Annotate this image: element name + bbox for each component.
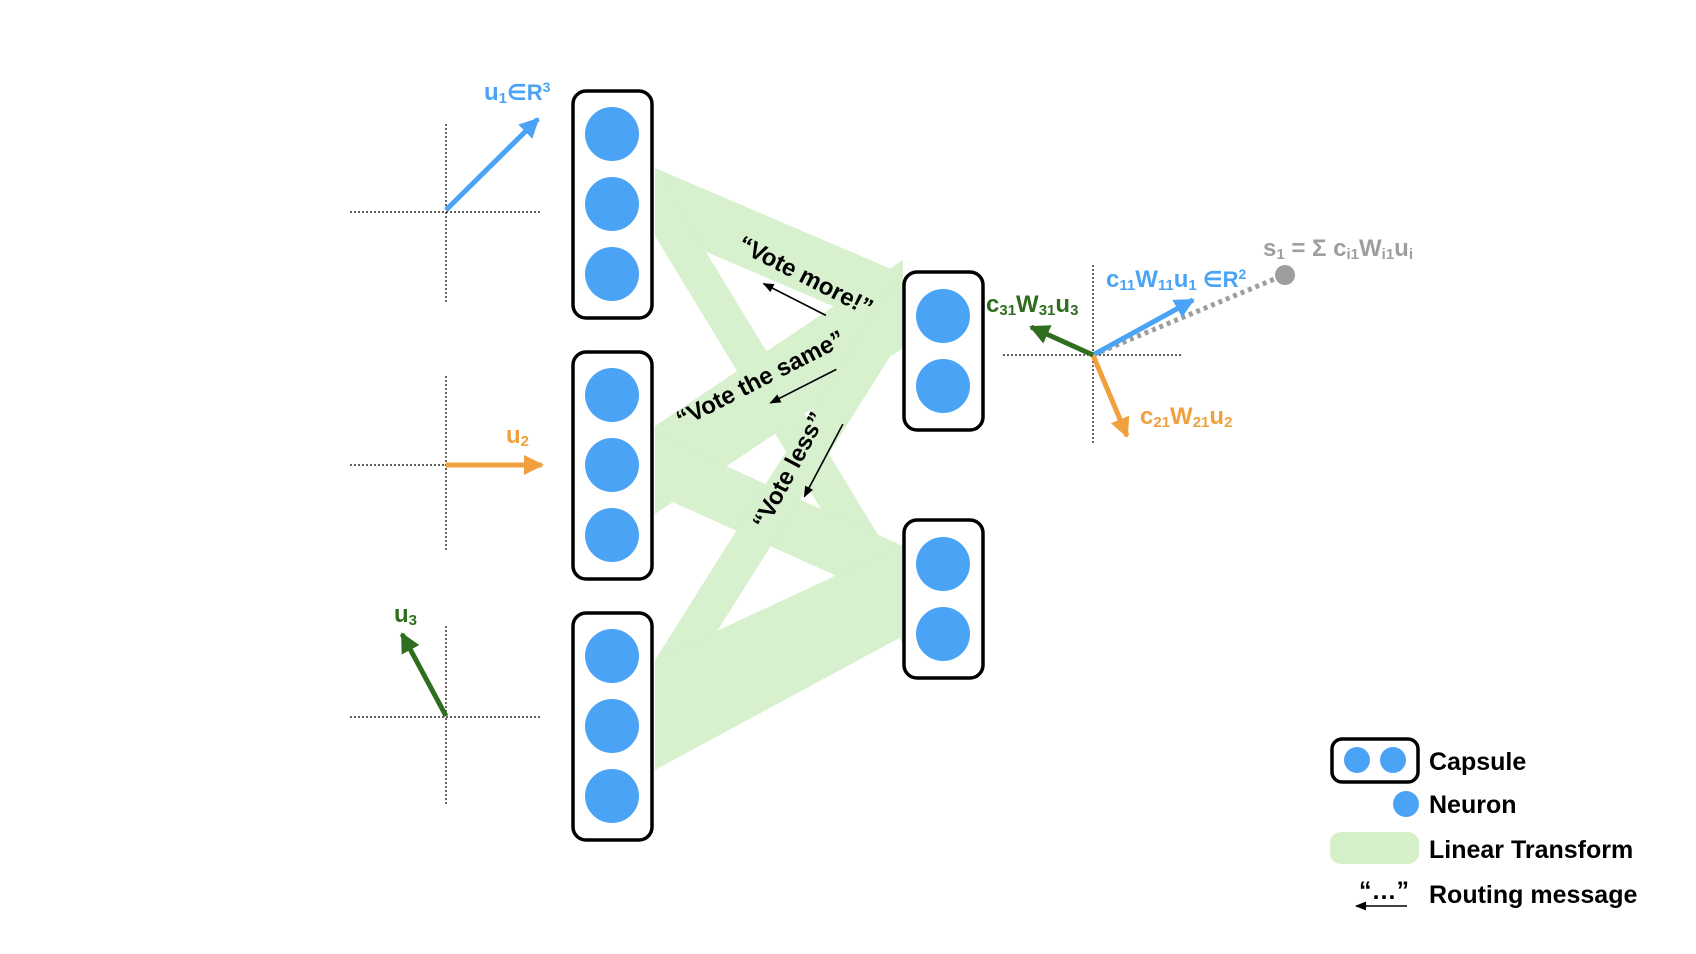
input-capsule-3 [571, 611, 654, 842]
c21-label: c21W21u2 [1140, 403, 1232, 431]
neuron [585, 368, 639, 422]
u1-vector-arrow [444, 117, 540, 212]
transform-band-c3-to-d2 [655, 544, 903, 770]
input-capsule-1 [571, 89, 654, 320]
legend-linear-transform: Linear Transform [1330, 832, 1633, 864]
svg-text:Routing message: Routing message [1429, 881, 1637, 909]
c11-vector-arrow [1091, 297, 1195, 358]
transform-band-c1-to-d1 [655, 168, 903, 336]
output-capsule-2 [902, 518, 985, 680]
legend-routing-message: “…” Routing message [1354, 877, 1637, 911]
svg-text:Linear Transform: Linear Transform [1429, 836, 1633, 864]
neuron [585, 699, 639, 753]
neuron [916, 359, 970, 413]
input-capsule-2 [571, 350, 654, 581]
neuron [916, 289, 970, 343]
svg-text:“…”: “…” [1359, 877, 1409, 905]
s1-point [1275, 265, 1295, 285]
output-capsule-1 [902, 270, 985, 432]
c21-vector-arrow [1090, 354, 1130, 438]
u2-label: u2 [506, 422, 529, 450]
c31-vector-arrow [1029, 324, 1095, 358]
s1-vector-dotted [1092, 272, 1285, 358]
neuron [585, 508, 639, 562]
neuron [585, 247, 639, 301]
legend-neuron: Neuron [1393, 791, 1517, 819]
neuron [585, 438, 639, 492]
s1-label: s1 = Σ ci1Wi1ui [1263, 235, 1413, 263]
neuron [585, 177, 639, 231]
u3-label: u3 [394, 601, 417, 629]
linear-transform-bands [655, 168, 903, 770]
u1-label: u1∈R3 [484, 79, 551, 107]
legend-capsule: Capsule [1330, 737, 1526, 784]
legend: Capsule Neuron Linear Transform “…” Rout… [1330, 737, 1637, 911]
neuron [585, 107, 639, 161]
neuron [585, 629, 639, 683]
neuron [916, 607, 970, 661]
svg-text:Capsule: Capsule [1429, 748, 1526, 776]
c31-label: c31W31u3 [986, 291, 1078, 319]
neuron [916, 537, 970, 591]
neuron [585, 769, 639, 823]
transform-band-c2-to-d1 [655, 260, 903, 514]
svg-text:Neuron: Neuron [1429, 791, 1517, 819]
transform-band-c3-to-d1 [655, 266, 903, 730]
u3-vector-arrow [399, 632, 449, 718]
c11-label: c11W11u1 ∈R2 [1106, 266, 1246, 294]
